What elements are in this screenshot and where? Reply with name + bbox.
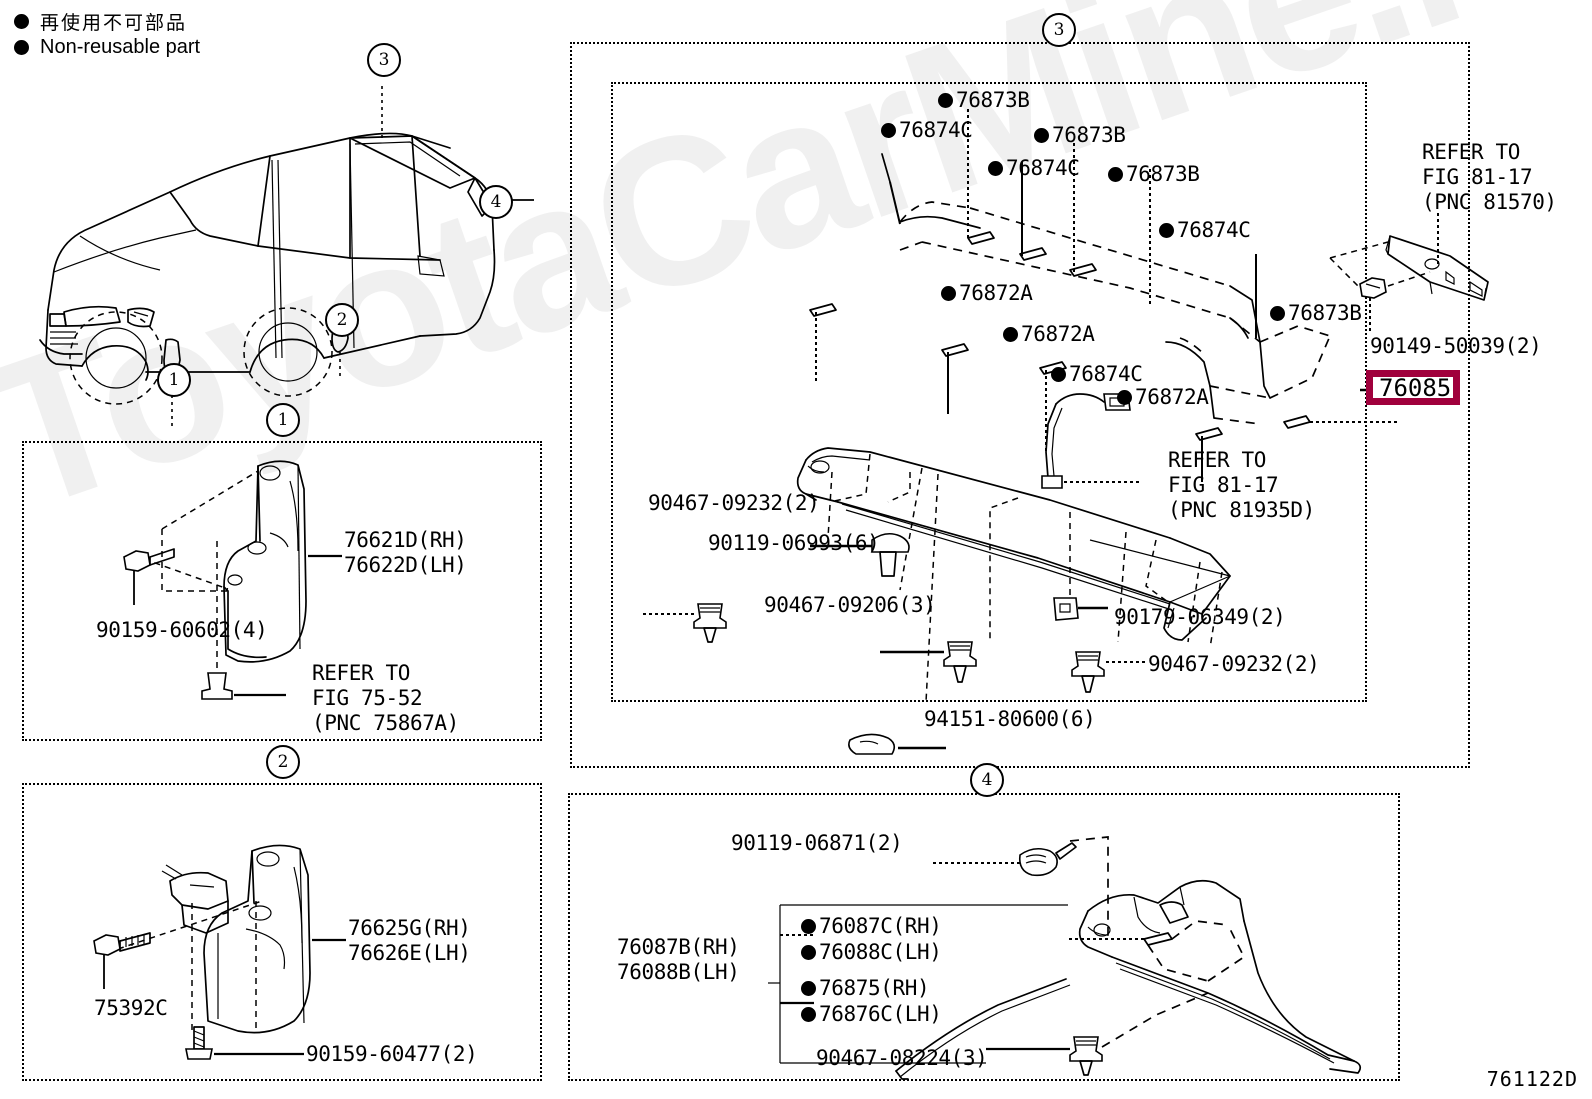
nonreusable-dot-icon: [1051, 367, 1066, 382]
legend: 再使用不可部品 Non-reusable part: [14, 8, 200, 60]
panel-number: 3: [1053, 19, 1065, 40]
filled-circle-icon: [14, 13, 29, 29]
nonreusable-dot-icon: [1270, 306, 1285, 321]
panel-3-illustration: [640, 106, 1489, 755]
panel-3-number: 3: [1042, 13, 1076, 47]
panel-3-clip-label-9: 76874C: [1069, 362, 1143, 386]
nonreusable-dot-icon: [801, 1007, 816, 1022]
panel-4-clip-label-3: 76875(RH): [819, 976, 930, 1000]
panel-3-clip-label-2: 76874C: [899, 118, 973, 142]
panel-3-bolt-label-1: 90149-50039(2): [1370, 334, 1542, 358]
vehicle-callout-2: 2: [325, 303, 359, 337]
nonreusable-dot-icon: [941, 286, 956, 301]
panel-3-fastener-label-1: 90467-09232(2): [648, 491, 820, 515]
vehicle-overview-illustration: [39, 82, 534, 428]
panel-3-fastener-label-5: 90467-09232(2): [1148, 652, 1320, 676]
panel-2-illustration: [93, 844, 346, 1060]
highlighted-part-76085[interactable]: 76085: [1366, 370, 1460, 405]
panel-3-fastener-label-6: 94151-80600(6): [924, 707, 1096, 731]
panel-2-part-label: 76625G(RH) 76626E(LH): [348, 916, 471, 965]
nonreusable-dot-icon: [988, 161, 1003, 176]
panel-4-clip-label-2: 76088C(LH): [819, 940, 942, 964]
nonreusable-dot-icon: [801, 945, 816, 960]
vehicle-callout-3: 3: [367, 43, 401, 77]
nonreusable-dot-icon: [1117, 390, 1132, 405]
filled-circle-icon: [14, 39, 29, 55]
panel-3-box: [570, 42, 1470, 768]
panel-1-illustration: [123, 460, 342, 700]
panel-2-bolt-label: 90159-60477(2): [306, 1042, 478, 1066]
callout-number: 4: [490, 191, 502, 212]
panel-3-fastener-label-2: 90119-06993(6): [708, 531, 880, 555]
panel-3-fastener-label-3: 90467-09206(3): [764, 593, 936, 617]
panel-1-number: 1: [266, 403, 300, 437]
vehicle-callout-4: 4: [479, 185, 513, 219]
panel-4-fastener-label-1: 90119-06871(2): [731, 831, 903, 855]
nonreusable-dot-icon: [1003, 327, 1018, 342]
highlighted-part-number: 76085: [1379, 373, 1452, 402]
legend-label-english: Non-reusable part: [40, 35, 201, 58]
panel-number: 2: [277, 751, 289, 772]
panel-3-clip-label-1: 76873B: [956, 88, 1030, 112]
panel-4-number: 4: [970, 763, 1004, 797]
panel-3-clip-label-4: 76874C: [1006, 156, 1080, 180]
panel-4-illustration: [768, 836, 1362, 1080]
panel-3-clip-label-6: 76874C: [1177, 218, 1251, 242]
legend-row-japanese: 再使用不可部品: [14, 8, 200, 34]
panel-3-clip-label-8: 76872A: [1021, 322, 1095, 346]
panel-number: 4: [981, 769, 993, 790]
panel-4-fastener-label-2: 90467-08224(3): [816, 1046, 988, 1070]
nonreusable-dot-icon: [1034, 128, 1049, 143]
panel-3-clip-label-3: 76873B: [1052, 123, 1126, 147]
panel-1-reference-label: REFER TO FIG 75-52 (PNC 75867A): [312, 661, 459, 735]
panel-3-clip-label-11: 76873B: [1288, 301, 1362, 325]
panel-4-clip-label-4: 76876C(LH): [819, 1002, 942, 1026]
panel-3-clip-label-5: 76873B: [1126, 162, 1200, 186]
panel-2-screw-label: 75392C: [94, 996, 168, 1020]
panel-3-clip-label-7: 76872A: [959, 281, 1033, 305]
figure-code: 761122D: [1486, 1067, 1578, 1091]
panel-1-part-label: 76621D(RH) 76622D(LH): [344, 528, 467, 577]
panel-3-fastener-label-4: 90179-06349(2): [1114, 605, 1286, 629]
panel-number: 1: [277, 409, 289, 430]
callout-number: 3: [378, 49, 390, 70]
panel-3-reference-label-1: REFER TO FIG 81-17 (PNC 81570): [1422, 140, 1557, 214]
panel-3-reference-label-2: REFER TO FIG 81-17 (PNC 81935D): [1168, 448, 1315, 522]
panel-3-clip-label-10: 76872A: [1135, 385, 1209, 409]
vehicle-callout-1: 1: [157, 363, 191, 397]
nonreusable-dot-icon: [1159, 223, 1174, 238]
nonreusable-dot-icon: [801, 981, 816, 996]
panel-4-part-label: 76087B(RH) 76088B(LH): [617, 935, 740, 984]
callout-number: 2: [336, 309, 348, 330]
legend-row-english: Non-reusable part: [14, 34, 200, 60]
panel-4-clip-label-1: 76087C(RH): [819, 914, 942, 938]
panel-2-number: 2: [266, 745, 300, 779]
legend-label-japanese: 再使用不可部品: [40, 11, 188, 34]
callout-number: 1: [168, 369, 180, 390]
panel-1-box: [22, 441, 542, 741]
nonreusable-dot-icon: [938, 93, 953, 108]
panel-1-bolt-label: 90159-60602(4): [96, 618, 268, 642]
panel-2-box: [22, 783, 542, 1081]
nonreusable-dot-icon: [881, 123, 896, 138]
nonreusable-dot-icon: [801, 919, 816, 934]
nonreusable-dot-icon: [1108, 167, 1123, 182]
